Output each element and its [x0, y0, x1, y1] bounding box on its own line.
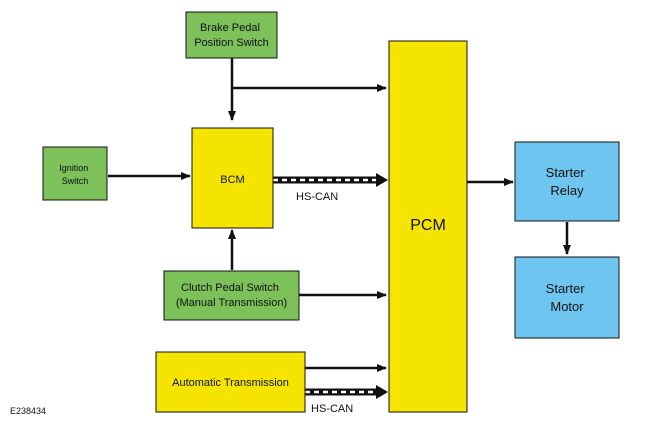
bcm-label: BCM [220, 174, 244, 186]
brake-label-line2: Position Switch [194, 37, 269, 49]
node-starter-relay: Starter Relay [514, 141, 620, 222]
ignition-label-line2: Switch [62, 176, 89, 186]
svg-text:Ignition Switch: Ignition Switch [59, 163, 91, 186]
svg-text:Starter Relay: Starter Relay [546, 165, 589, 198]
ignition-label-line1: Ignition [59, 163, 88, 173]
figure-id: E238434 [10, 406, 46, 416]
hs-can-bus-auto-pcm [305, 385, 388, 399]
connections [108, 58, 571, 399]
node-bcm: BCM [191, 127, 274, 229]
motor-label-line1: Starter [546, 281, 586, 296]
clutch-label-line2: (Manual Transmission) [176, 297, 287, 309]
svg-text:Clutch Pedal Switch (Man: Clutch Pedal Switch (Manual Transmission… [176, 282, 287, 309]
pcm-label: PCM [410, 217, 446, 234]
relay-label-line2: Relay [550, 183, 584, 198]
node-clutch-pedal-switch: Clutch Pedal Switch (Manual Transmission… [163, 270, 300, 321]
svg-text:Brake Pedal Position Swi: Brake Pedal Position Switch [194, 22, 269, 49]
node-pcm: PCM [388, 40, 468, 413]
clutch-label-line1: Clutch Pedal Switch [181, 282, 279, 294]
relay-label-line1: Starter [546, 165, 586, 180]
node-automatic-transmission: Automatic Transmission [155, 351, 306, 413]
node-ignition-switch: Ignition Switch [42, 146, 108, 201]
svg-text:Starter Motor: Starter Motor [546, 281, 589, 314]
hs-can-bus-bcm-pcm [273, 173, 388, 187]
node-starter-motor: Starter Motor [514, 256, 620, 339]
node-brake-pedal-position-switch: Brake Pedal Position Switch [185, 11, 278, 59]
brake-label-line1: Brake Pedal [200, 22, 260, 34]
hs-can-label-top: HS-CAN [296, 191, 338, 203]
motor-label-line2: Motor [550, 299, 584, 314]
hs-can-label-bottom: HS-CAN [311, 403, 353, 415]
auto-label: Automatic Transmission [172, 377, 289, 389]
